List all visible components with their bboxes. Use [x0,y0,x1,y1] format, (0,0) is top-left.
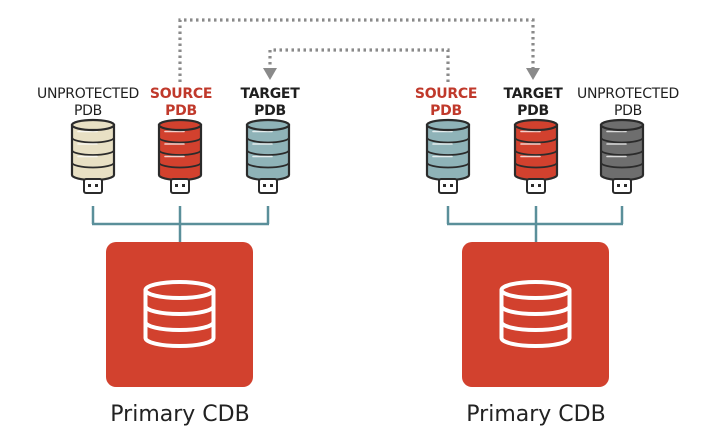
pdb-label-line2: PDB [517,103,549,119]
pdb-label-line1: UNPROTECTED [577,86,679,102]
pdb-label-right-target: TARGET PDB [504,86,563,120]
pdb-label-line1: TARGET [240,86,300,102]
pdb-icon-right-target [513,118,559,194]
pdb-label-left-unprotected: UNPROTECTED PDB [37,86,139,120]
connectors-left [91,206,270,242]
arrowhead-left-target [263,68,277,80]
pdb-icons [70,118,645,194]
pdb-label-right-unprotected: UNPROTECTED PDB [577,86,679,120]
pdb-label-left-source: SOURCE PDB [150,86,212,120]
pdb-label-line2: PDB [430,103,462,119]
cdb-left [106,242,253,387]
pdb-icon-left-unprotected [70,118,116,194]
pdb-icon-left-target [245,118,291,194]
cdb-label-left: Primary CDB [110,402,250,427]
pdb-label-right-source: SOURCE PDB [415,86,477,120]
pdb-label-line1: TARGET [503,86,563,102]
pdb-icon-right-source [425,118,471,194]
cdb-right [462,242,609,387]
cdb-label-right: Primary CDB [466,402,606,427]
pdb-label-line2: PDB [74,103,102,119]
arrowhead-right-target [526,68,540,80]
arrow-left-source-to-right-target [178,18,535,82]
pdb-icon-right-unprotected [599,118,645,194]
replication-arrows [178,18,540,82]
pdb-label-left-target: TARGET PDB [241,86,300,120]
pdb-label-line1: SOURCE [414,86,478,102]
database-icon [499,280,572,348]
pdb-label-line2: PDB [165,103,197,119]
pdb-label-line2: PDB [254,103,286,119]
pdb-label-line1: SOURCE [149,86,213,102]
connectors-right [446,206,624,242]
arrow-right-source-to-left-target [268,48,450,82]
database-icon [143,280,216,348]
pdb-label-line2: PDB [614,103,642,119]
pdb-label-line1: UNPROTECTED [37,86,139,102]
pdb-icon-left-source [157,118,203,194]
